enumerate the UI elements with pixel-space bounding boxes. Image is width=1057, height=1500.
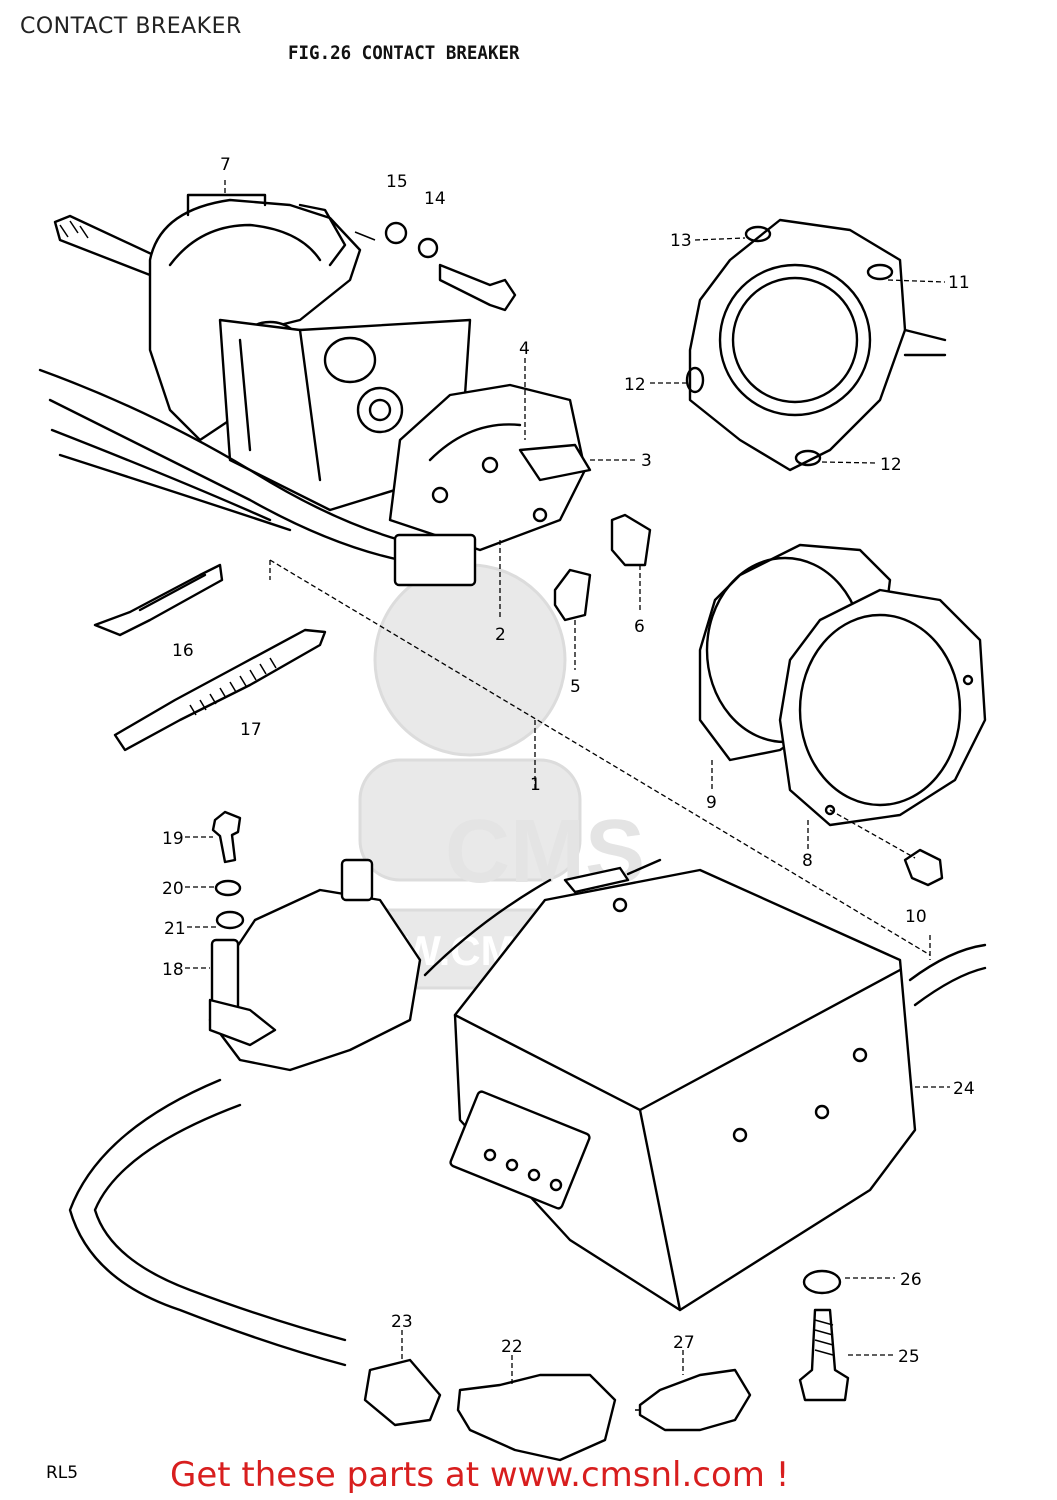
part-11-cover (685, 218, 947, 472)
part-labels: 1 2 3 4 5 6 7 8 9 10 11 12 12 13 14 15 1… (46, 155, 975, 1483)
label-part-11: 11 (948, 273, 970, 293)
label-part-8: 8 (802, 851, 813, 871)
watermark-brand: CMS (445, 802, 645, 902)
part-14-bolt (438, 263, 517, 312)
label-part-14: 14 (424, 189, 446, 209)
label-part-18: 18 (162, 960, 184, 980)
label-part-15: 15 (386, 172, 408, 192)
part-20-washer (214, 879, 242, 897)
part-23-plug-cap (363, 1358, 442, 1427)
label-part-22: 22 (501, 1337, 523, 1357)
label-part-25: 25 (898, 1347, 920, 1367)
label-part-19: 19 (162, 829, 184, 849)
label-part-27: 27 (673, 1333, 695, 1353)
part-27-spark-plug (638, 1368, 752, 1432)
label-part-4: 4 (519, 339, 530, 359)
footer-cmsnl-link[interactable]: Get these parts at www.cmsnl.com ! (170, 1455, 790, 1495)
label-part-1: 1 (530, 775, 541, 795)
part-18-ignition-coil (208, 858, 422, 1072)
label-part-24: 24 (953, 1079, 975, 1099)
figure-title: FIG.26 CONTACT BREAKER (288, 42, 520, 64)
part-10-screw (903, 848, 944, 887)
part-19-screw (211, 810, 242, 864)
part-21-washer (215, 910, 245, 930)
label-part-10: 10 (905, 907, 927, 927)
watermark-logo-mascot (373, 563, 567, 757)
label-part-6: 6 (634, 617, 645, 637)
label-part-12b: 12 (880, 455, 902, 475)
label-part-20: 20 (162, 879, 184, 899)
part-8-gasket (778, 588, 987, 827)
corner-mark: RL5 (46, 1463, 78, 1483)
label-part-26: 26 (900, 1270, 922, 1290)
part-15-washer (384, 221, 408, 245)
part-24-cdi-box (449, 868, 987, 1312)
label-part-21: 21 (164, 919, 186, 939)
part-14-washer (417, 237, 439, 259)
label-part-3: 3 (641, 451, 652, 471)
label-part-16: 16 (172, 641, 194, 661)
part-4-breaker-plate (388, 383, 592, 587)
part-26-washer (802, 1269, 842, 1295)
label-part-7: 7 (220, 155, 231, 175)
label-part-2: 2 (495, 625, 506, 645)
part-25-bolt (798, 1308, 850, 1402)
label-part-5: 5 (570, 677, 581, 697)
page-title: CONTACT BREAKER (20, 14, 242, 39)
part-17-cable-tie (113, 628, 327, 752)
label-part-23: 23 (391, 1312, 413, 1332)
label-part-17: 17 (240, 720, 262, 740)
watermark-logo-body (358, 758, 582, 882)
part-6-felt (610, 513, 652, 567)
part-5-felt (553, 568, 592, 622)
label-part-9: 9 (706, 793, 717, 813)
label-part-12a: 12 (624, 375, 646, 395)
label-part-13: 13 (670, 231, 692, 251)
part-22-plug-cap (456, 1373, 617, 1462)
